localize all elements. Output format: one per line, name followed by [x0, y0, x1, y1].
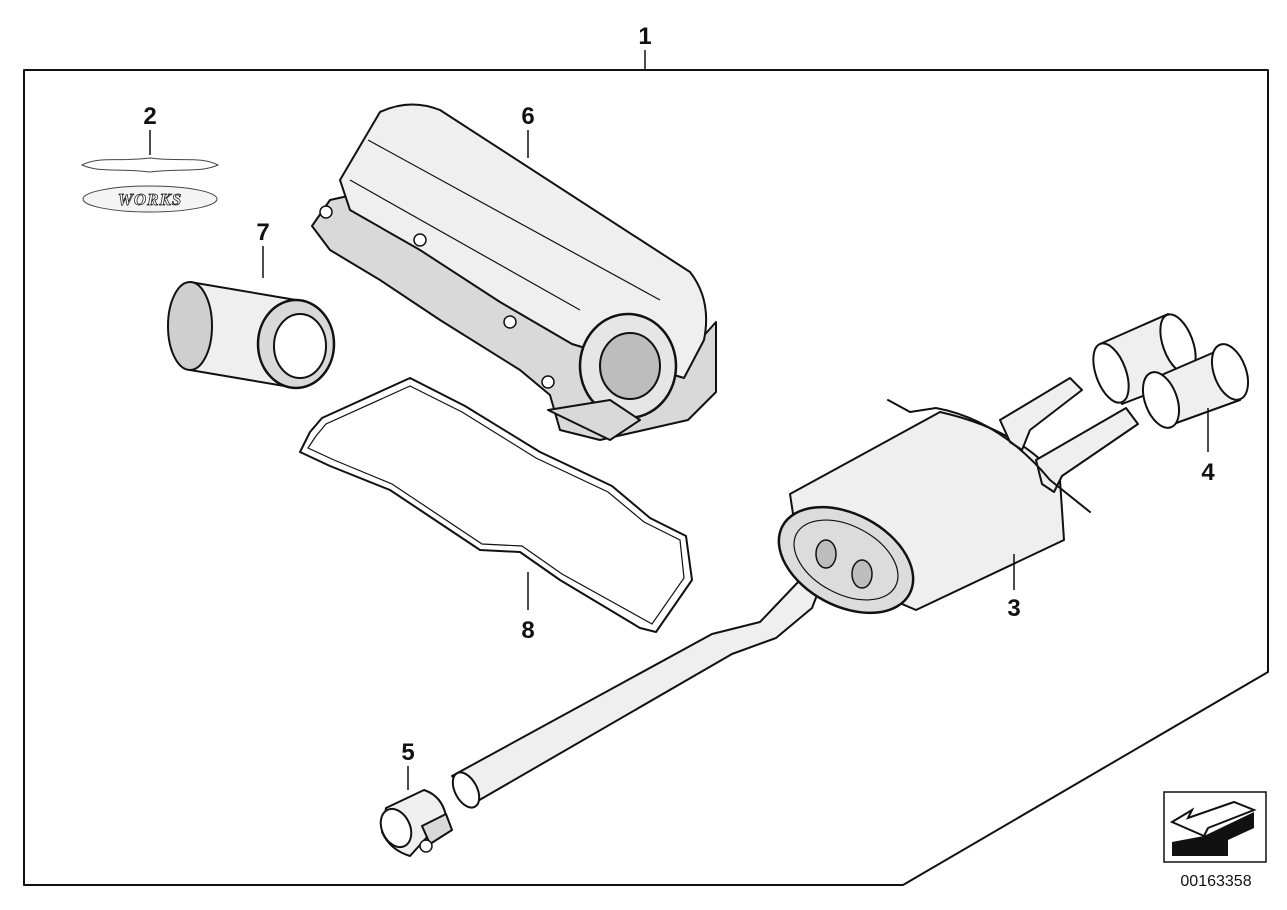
gasket[interactable] [299, 377, 693, 633]
gasket-inner-line [307, 385, 685, 625]
clamp-opening [379, 807, 413, 849]
hanger-rod [887, 399, 1091, 513]
silencer-end-plate [777, 505, 915, 615]
gasket-outline [299, 377, 693, 633]
manifold-runner [547, 399, 641, 441]
manifold-bolts [319, 205, 555, 389]
filter-opening-inner [273, 313, 327, 379]
arrow-icon-shadow [1172, 812, 1254, 856]
manifold-ridge-2 [349, 179, 581, 311]
arrow-icon-shape [1169, 800, 1257, 838]
filter-end-cap [167, 281, 213, 371]
trim-left-front [1092, 342, 1130, 404]
trim-right-back [1210, 343, 1250, 401]
pipe-inlet [451, 771, 481, 809]
outlet-pipe-upper [999, 377, 1083, 451]
arrow-icon[interactable] [1163, 791, 1267, 863]
trim-right-front [1141, 371, 1181, 429]
works-badge[interactable]: WORKS [80, 157, 220, 213]
silencer-port-1 [815, 539, 837, 569]
badge-emblem [82, 185, 218, 213]
manifold-ridge [367, 139, 661, 301]
callout-6[interactable]: 6 [521, 103, 534, 130]
callout-2[interactable]: 2 [143, 103, 156, 130]
intake-manifold[interactable] [311, 103, 717, 441]
callout-8[interactable]: 8 [521, 617, 534, 644]
air-filter[interactable] [167, 281, 336, 390]
rear-silencer[interactable] [447, 377, 1139, 812]
badge-wing [80, 157, 220, 173]
silencer-port-2 [851, 559, 873, 589]
badge-text: WORKS [118, 190, 183, 209]
clamp-nut [419, 839, 433, 853]
tailpipe-trims[interactable] [1086, 310, 1255, 433]
throttle-body-inner [599, 332, 661, 400]
clamp-bolt-block [421, 813, 453, 845]
callout-1[interactable]: 1 [638, 23, 651, 50]
exhaust-pipe [451, 571, 827, 803]
silencer-end-inner [793, 519, 899, 601]
callout-7[interactable]: 7 [256, 219, 269, 246]
callout-3[interactable]: 3 [1007, 595, 1020, 622]
clamp[interactable] [375, 789, 453, 857]
callout-5[interactable]: 5 [401, 739, 414, 766]
outlet-pipe-lower [1035, 407, 1139, 493]
part-number: 00163358 [1180, 873, 1251, 890]
assembly-frame [23, 69, 1269, 886]
callout-4[interactable]: 4 [1201, 459, 1215, 486]
